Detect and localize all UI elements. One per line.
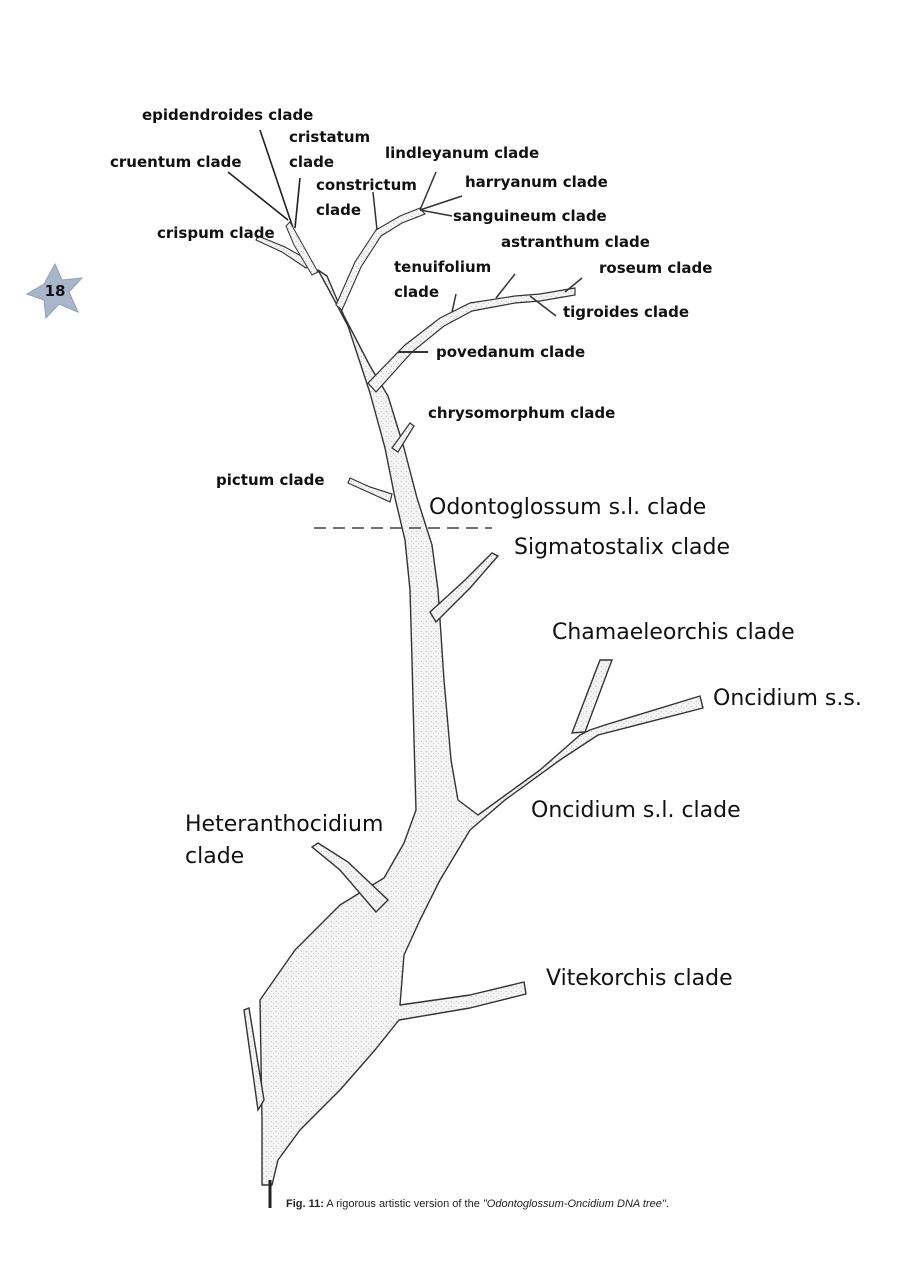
branch-heteranthocidium: [310, 842, 390, 914]
label-povedanum-clade: povedanum clade: [436, 343, 586, 361]
label-epidendroides-clade: epidendroides clade: [142, 106, 314, 124]
figure-caption: Fig. 11: A rigorous artistic version of …: [286, 1198, 669, 1210]
label-vitekorchis-clade: Vitekorchis clade: [546, 966, 733, 991]
label-tenuifolium-clade-line1: tenuifolium: [394, 258, 492, 276]
label-astranthum-clade: astranthum clade: [501, 233, 650, 251]
flower-shape: [25, 262, 84, 320]
page-badge-flower-icon: [25, 262, 84, 320]
label-roseum-clade: roseum clade: [599, 259, 713, 277]
label-tigroides-clade: tigroides clade: [563, 303, 690, 321]
label-heteranthocidium-clade-line1: Heteranthocidium: [185, 812, 384, 837]
label-constrictum-clade-line1: constrictum: [316, 176, 417, 194]
label-harryanum-clade: harryanum clade: [465, 173, 608, 191]
label-tenuifolium-clade-line2: clade: [394, 283, 440, 301]
branch-chamaeleorchis: [570, 659, 614, 734]
label-odontoglossum-sl-clade: Odontoglossum s.l. clade: [429, 495, 707, 520]
label-chrysomorphum-clade: chrysomorphum clade: [428, 404, 616, 422]
branch-constrictum-system: [335, 207, 426, 311]
branch-pictum: [347, 477, 393, 503]
branch-cristatum: [294, 177, 301, 229]
branch-astranthum: [495, 273, 516, 299]
page-number: 18: [44, 282, 66, 300]
branch-tenuifolium: [451, 293, 457, 313]
branch-sigmatostalix: [429, 552, 500, 624]
label-oncidium-sl-clade: Oncidium s.l. clade: [531, 798, 741, 823]
caption-end: .: [665, 1198, 669, 1210]
branch-cruentum: [227, 171, 289, 221]
main-trunk: [259, 269, 704, 1186]
branch-tigroides: [529, 295, 557, 317]
label-sigmatostalix-clade: Sigmatostalix clade: [514, 535, 731, 560]
label-cruentum-clade: cruentum clade: [110, 153, 242, 171]
branch-constrictum: [372, 191, 378, 231]
label-chamaeleorchis-clade: Chamaeleorchis clade: [552, 620, 795, 645]
label-heteranthocidium-clade-line2: clade: [185, 844, 245, 869]
label-cristatum-clade-line1: cristatum: [289, 128, 371, 146]
caption-fig-number: Fig. 11:: [286, 1198, 324, 1210]
caption-title: "Odontoglossum-Oncidium DNA tree": [482, 1198, 666, 1210]
branch-roseum: [564, 277, 583, 293]
branch-sanguineum: [419, 209, 453, 217]
branch-top-stem: [285, 221, 319, 276]
branch-harryanum: [419, 195, 463, 211]
label-lindleyanum-clade: lindleyanum clade: [385, 144, 540, 162]
branch-epidendroides: [259, 129, 294, 229]
basal-branch: [243, 1007, 265, 1113]
caption-text: A rigorous artistic version of the: [323, 1198, 483, 1210]
label-pictum-clade: pictum clade: [216, 471, 325, 489]
label-constrictum-clade-line2: clade: [316, 201, 362, 219]
label-oncidium-ss: Oncidium s.s.: [713, 686, 862, 711]
branch-chrysomorphum: [391, 422, 415, 453]
label-crispum-clade: crispum clade: [157, 224, 275, 242]
label-cristatum-clade-line2: clade: [289, 153, 335, 171]
label-sanguineum-clade: sanguineum clade: [453, 207, 607, 225]
branch-lindleyanum: [419, 171, 437, 211]
branch-upper-system: [367, 287, 576, 393]
